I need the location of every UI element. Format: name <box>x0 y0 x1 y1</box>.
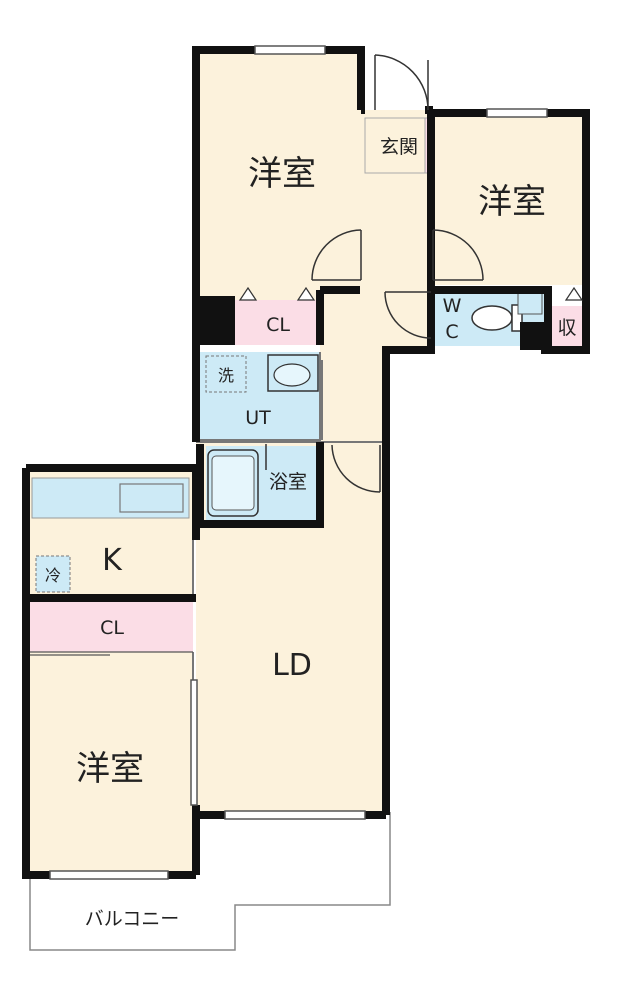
washbasin-bowl <box>273 363 311 387</box>
balcony-label: バルコニー <box>85 908 180 930</box>
bedroom-southwest-label: 洋室 <box>76 749 144 789</box>
bedroom-east-floor <box>431 113 586 285</box>
kitchen-label: K <box>102 543 123 578</box>
toilet-tank <box>511 304 523 332</box>
kitchen-sink <box>119 483 184 513</box>
toilet-bowl <box>471 305 513 331</box>
wc-label-w: W <box>443 295 462 317</box>
fridge-space <box>35 555 71 593</box>
closet-southwest-label: CL <box>100 617 124 639</box>
utility-label: UT <box>245 407 271 429</box>
living-dining-label: LD <box>272 648 312 683</box>
balcony-area <box>29 812 391 951</box>
bathroom-label: 浴室 <box>269 471 307 493</box>
wc-sink <box>517 291 543 315</box>
bedroom-north-label: 洋室 <box>248 154 316 194</box>
bedroom-east-label: 洋室 <box>478 182 546 222</box>
closet-southwest <box>28 600 193 652</box>
entrance-label: 玄関 <box>380 136 418 158</box>
bathtub-inner <box>211 455 255 511</box>
hallway-floor-lower <box>320 290 430 350</box>
wc-label-c: C <box>445 321 458 343</box>
bedroom-southwest-floor <box>28 652 193 872</box>
hallway-floor-mid <box>320 350 385 442</box>
storage-label: 収 <box>557 317 576 339</box>
wall-block-north <box>196 300 235 345</box>
washer-space <box>205 355 247 393</box>
entrance-floor <box>364 117 426 174</box>
storage-east <box>548 306 586 346</box>
closet-north-label: CL <box>266 314 290 336</box>
fridge-label: 冷 <box>45 566 61 585</box>
bedroom-north-floor <box>196 50 361 300</box>
closet-north <box>235 300 320 345</box>
wall-block-wc <box>520 322 548 350</box>
washer-label: 洗 <box>218 366 234 385</box>
